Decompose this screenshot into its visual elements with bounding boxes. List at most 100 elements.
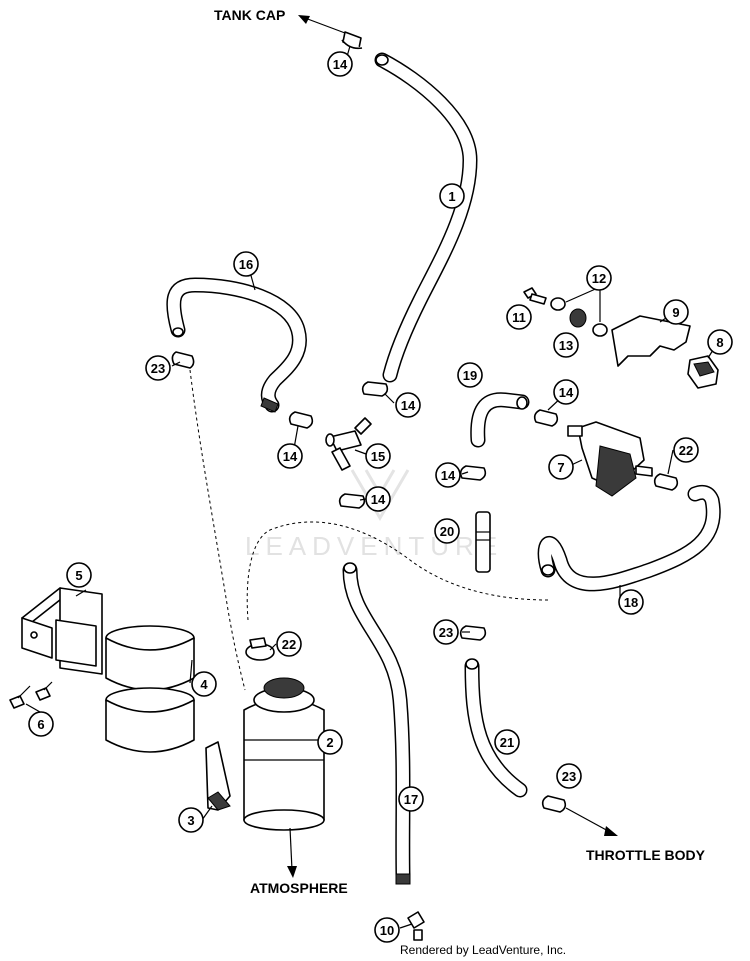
canister-2[interactable] — [243, 677, 325, 831]
hose-21[interactable] — [464, 658, 528, 798]
callout-19: 19 — [457, 362, 483, 388]
callout-2: 2 — [317, 729, 343, 755]
callout-13: 13 — [553, 332, 579, 358]
svg-text:14: 14 — [559, 385, 574, 400]
atmosphere-arrow-line — [289, 827, 293, 871]
callout-8: 8 — [707, 329, 733, 355]
connector-20[interactable] — [475, 511, 491, 573]
svg-text:12: 12 — [592, 271, 606, 286]
callout-5: 5 — [66, 562, 92, 588]
callout-9: 9 — [663, 299, 689, 325]
callout-18: 18 — [618, 589, 644, 615]
bolt-11[interactable] — [523, 287, 547, 305]
callout-23-mid: 23 — [433, 619, 459, 645]
grommet-13[interactable] — [569, 308, 587, 328]
hose-18[interactable] — [537, 484, 721, 592]
callout-10: 10 — [374, 917, 400, 943]
dashed-line-canister — [189, 369, 246, 691]
callout-14-mid: 14 — [435, 462, 461, 488]
hose-19[interactable] — [470, 392, 530, 448]
atmosphere-label: ATMOSPHERE — [250, 880, 348, 896]
svg-text:1: 1 — [448, 189, 455, 204]
callout-14-tee-bottom: 14 — [365, 486, 391, 512]
clamp-23-mid[interactable] — [459, 625, 487, 641]
hose-16[interactable] — [166, 277, 307, 413]
svg-text:23: 23 — [562, 769, 576, 784]
callout-12: 12 — [586, 265, 612, 291]
band-4-lower[interactable] — [105, 687, 195, 753]
atmosphere-arrowhead — [287, 866, 297, 878]
svg-text:22: 22 — [679, 443, 693, 458]
svg-text:14: 14 — [371, 492, 386, 507]
svg-text:14: 14 — [283, 449, 298, 464]
svg-text:4: 4 — [200, 677, 208, 692]
clamp-14-tee-bottom[interactable] — [338, 493, 366, 509]
clamp-14-tee-left[interactable] — [288, 411, 314, 429]
clamp-14-hose19[interactable] — [533, 409, 559, 427]
svg-text:13: 13 — [559, 338, 573, 353]
watermark-text: LEADVENTURE — [245, 531, 503, 561]
callout-11: 11 — [506, 304, 532, 330]
callout-15: 15 — [365, 443, 391, 469]
screw-6[interactable] — [9, 681, 53, 709]
callout-22-valve: 22 — [673, 437, 699, 463]
clamp-14-hose1-end[interactable] — [361, 381, 389, 397]
throttle-arrow-line — [565, 807, 611, 833]
clamp-23-upper[interactable] — [171, 351, 195, 369]
svg-text:21: 21 — [500, 735, 514, 750]
svg-text:14: 14 — [441, 468, 456, 483]
callout-20: 20 — [434, 518, 460, 544]
band-4-upper[interactable] — [105, 625, 195, 691]
clamp-14-top[interactable] — [341, 31, 363, 50]
svg-text:16: 16 — [239, 257, 253, 272]
svg-text:8: 8 — [716, 335, 723, 350]
svg-text:7: 7 — [557, 460, 564, 475]
throttle-body-label: THROTTLE BODY — [586, 847, 706, 863]
purge-valve-7[interactable] — [567, 421, 653, 497]
svg-text:2: 2 — [326, 735, 333, 750]
clamp-14-mid[interactable] — [459, 465, 487, 481]
callout-1: 1 — [439, 183, 465, 209]
callout-14-hose1: 14 — [395, 392, 421, 418]
svg-text:5: 5 — [75, 568, 82, 583]
callout-14-tee-left: 14 — [277, 443, 303, 469]
callout-23-lower: 23 — [556, 763, 582, 789]
svg-text:3: 3 — [187, 813, 194, 828]
bracket-5[interactable] — [21, 587, 103, 675]
callout-7: 7 — [548, 454, 574, 480]
svg-text:18: 18 — [624, 595, 638, 610]
washer-12[interactable] — [550, 297, 608, 337]
dashed-line-purge — [246, 521, 549, 621]
svg-text:9: 9 — [672, 305, 679, 320]
t-fitting-15[interactable] — [325, 417, 372, 471]
svg-text:19: 19 — [463, 368, 477, 383]
clamp-22-valve[interactable] — [653, 473, 679, 491]
callout-16: 16 — [233, 251, 259, 277]
callout-17: 17 — [398, 786, 424, 812]
svg-text:10: 10 — [380, 923, 394, 938]
svg-text:11: 11 — [512, 310, 526, 325]
callout-22-canister: 22 — [276, 631, 302, 657]
fitting-10[interactable] — [407, 911, 425, 941]
connector-8[interactable] — [687, 355, 719, 389]
svg-text:23: 23 — [151, 361, 165, 376]
clamp-23-lower[interactable] — [541, 795, 567, 813]
tank-cap-arrowhead — [298, 15, 310, 24]
svg-text:14: 14 — [333, 57, 348, 72]
hose-17[interactable] — [342, 562, 411, 885]
callout-14-hose19: 14 — [553, 379, 579, 405]
throttle-arrowhead — [604, 826, 618, 836]
tank-cap-arrow-line — [304, 17, 346, 34]
svg-text:17: 17 — [404, 792, 418, 807]
hose-1[interactable] — [374, 52, 478, 383]
bracket-9[interactable] — [611, 315, 691, 367]
callout-6: 6 — [28, 711, 54, 737]
svg-text:22: 22 — [282, 637, 296, 652]
clamp-22-canister[interactable] — [245, 637, 275, 661]
callout-23-upper: 23 — [145, 355, 171, 381]
shield-3[interactable] — [205, 741, 231, 811]
callout-21: 21 — [494, 729, 520, 755]
svg-text:20: 20 — [440, 524, 454, 539]
watermark-logo: LEADVENTURE — [245, 469, 503, 561]
